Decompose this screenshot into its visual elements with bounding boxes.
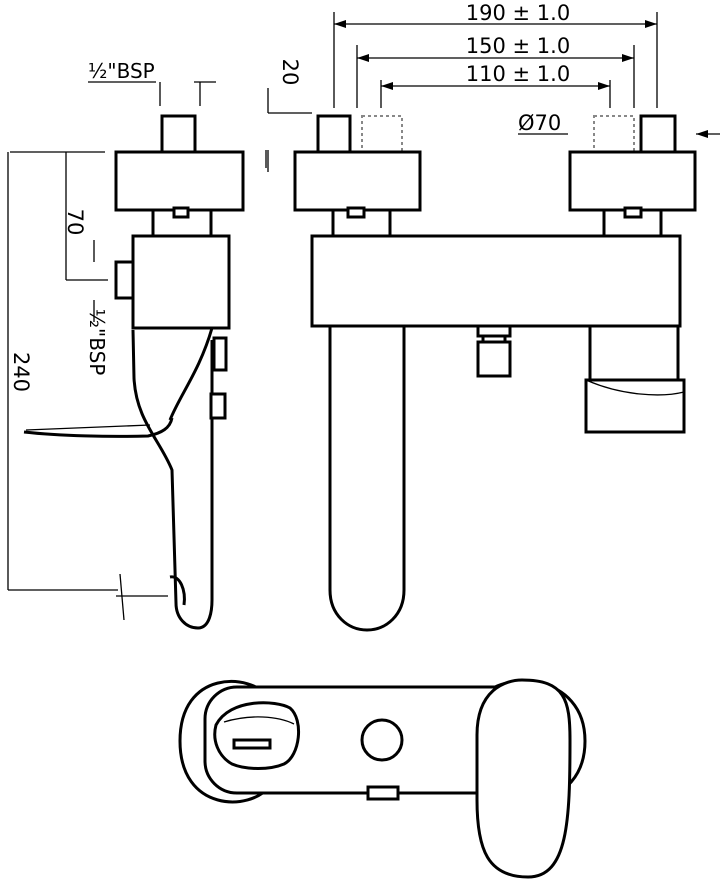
bsp-side-label: ½"BSP xyxy=(85,309,109,376)
dim-150-label: 150 ± 1.0 xyxy=(466,34,570,58)
dimension-110: 110 ± 1.0 xyxy=(380,62,611,108)
dim-190-label: 190 ± 1.0 xyxy=(466,1,570,25)
bsp-top-label: ½"BSP xyxy=(88,59,155,83)
dim-diameter-label: Ø70 xyxy=(518,111,561,135)
dimension-20: 20 xyxy=(267,59,312,172)
front-view xyxy=(293,114,697,632)
dim-110-label: 110 ± 1.0 xyxy=(466,62,570,86)
dim-70-label: 70 xyxy=(63,209,87,236)
side-view: ½"BSP 70 ½"BSP 240 xyxy=(7,59,267,630)
dimension-diameter-70: Ø70 xyxy=(518,111,720,138)
dim-20-label: 20 xyxy=(278,59,302,86)
top-view xyxy=(178,678,587,879)
dimension-150: 150 ± 1.0 xyxy=(356,34,635,108)
dimension-190: 190 ± 1.0 xyxy=(333,1,658,108)
dim-240-label: 240 xyxy=(9,352,33,392)
